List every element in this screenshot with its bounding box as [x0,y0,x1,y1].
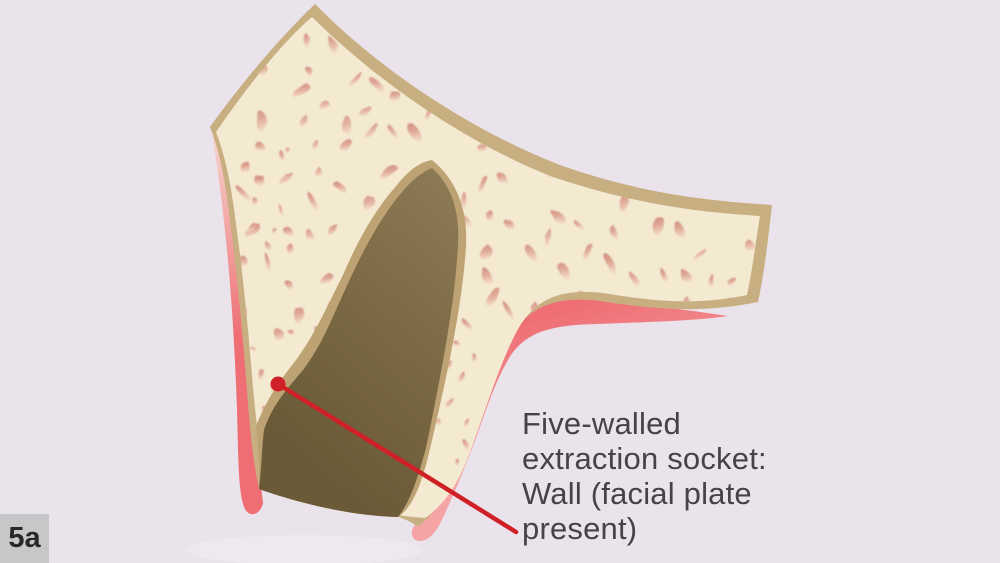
trabecular-spot [273,328,284,341]
annotation-line: Wall (facial plate [522,476,752,511]
trabecular-spot [486,210,493,221]
trabecular-spot [652,217,665,236]
trabecular-spot [502,301,515,321]
trabecular-spot [436,418,441,426]
trabecular-spot [455,458,460,466]
trabecular-spot [407,123,422,142]
trabecular-spot [285,147,290,154]
trabecular-spot [305,229,315,240]
trabecular-spot [284,173,291,179]
trabecular-spot [349,72,362,86]
trabecular-spot [674,221,685,238]
trabecular-spot [287,330,295,336]
trabecular-spot [303,33,310,47]
trabecular-spot [272,228,277,234]
trabecular-spot [461,318,473,330]
trabecular-spot [472,353,477,363]
annotation-line: present) [522,511,638,546]
extraction-socket-void [259,168,459,517]
trabecular-spot [603,252,616,274]
trabecular-spot [307,191,319,210]
trabecular-spot [240,161,250,172]
trabecular-spot [496,172,509,184]
trabecular-spot [339,139,352,151]
trabecular-spot [315,166,322,177]
leader-line [275,381,519,535]
trabecular-spot [264,240,272,251]
trabecular-spot [250,346,257,352]
trabecular-spot [283,226,294,236]
annotation-line: Five-walled [522,406,681,441]
ground-shadow [187,535,423,563]
trabecular-spot [727,277,736,286]
trabecular-spot [445,398,454,408]
trabecular-spot [252,197,258,205]
trabecular-spot [363,195,376,211]
trabecular-spot [284,280,293,290]
trabecular-spot [312,140,319,150]
trabecular-spot [286,243,294,254]
trabecular-spot [481,267,494,285]
trabecular-spot [486,287,500,306]
trabecular-spot [524,244,538,262]
trabecular-spot [279,150,285,162]
trabecular-spot [503,219,515,230]
annotation-line: extraction socket: [522,441,767,476]
trabecular-spot [341,115,352,135]
trabecular-spot [462,439,470,450]
trabecular-spot [583,243,593,260]
figure-number-badge: 5a [0,514,49,563]
trabecular-spot [573,220,585,230]
trabecular-spot [255,141,266,151]
trabecular-spot [369,77,385,93]
trabecular-spot [745,239,755,251]
trabecular-spot [320,273,334,284]
trabecular-spot [550,210,566,224]
leader-dot [270,376,286,392]
trabecular-spot [609,225,619,241]
socket-wall-annotation: Five-walled extraction socket: Wall (fac… [522,406,767,546]
trabecular-spot [692,248,707,260]
gingiva-palatal-right [411,295,728,541]
trabecular-spot [458,371,465,382]
trabecular-spot [460,191,467,208]
trabecular-spot [557,262,570,280]
trabecular-spot [294,307,305,324]
trabecular-spot [257,110,267,132]
trabecular-spot [478,176,488,193]
trabecular-spot [464,418,470,427]
trabecular-spot [257,178,262,183]
trabecular-spot [680,268,693,283]
trabecular-spot [425,110,431,120]
trabecular-spot [332,181,347,194]
trabecular-spot [328,36,338,54]
trabecular-spot [359,106,372,116]
trabecular-spot [247,222,257,232]
trabecular-spot [479,244,493,260]
trabecular-spot [292,83,311,97]
trabecular-spot [389,91,401,101]
trabecular-spot [453,340,460,347]
trabecular-spot [244,223,260,237]
trabecular-spot [380,164,399,179]
trabecular-spot [299,115,308,127]
trabecular-spot [545,228,552,247]
trabecular-spot [328,224,338,236]
trabecular-spot [258,369,264,381]
trabecular-spot [364,123,378,139]
trabecular-spot [278,204,283,217]
trabecular-spot [477,143,487,152]
trabecular-spot [235,185,253,201]
trabecular-spot [387,124,398,139]
trabecular-spot [660,268,668,282]
trabecular-spot [319,100,330,110]
trabecular-spot [628,271,641,287]
trabecular-spot [264,252,271,272]
trabecular-spot [305,66,313,77]
figure-number: 5a [8,522,41,554]
trabecular-spot [708,273,714,287]
